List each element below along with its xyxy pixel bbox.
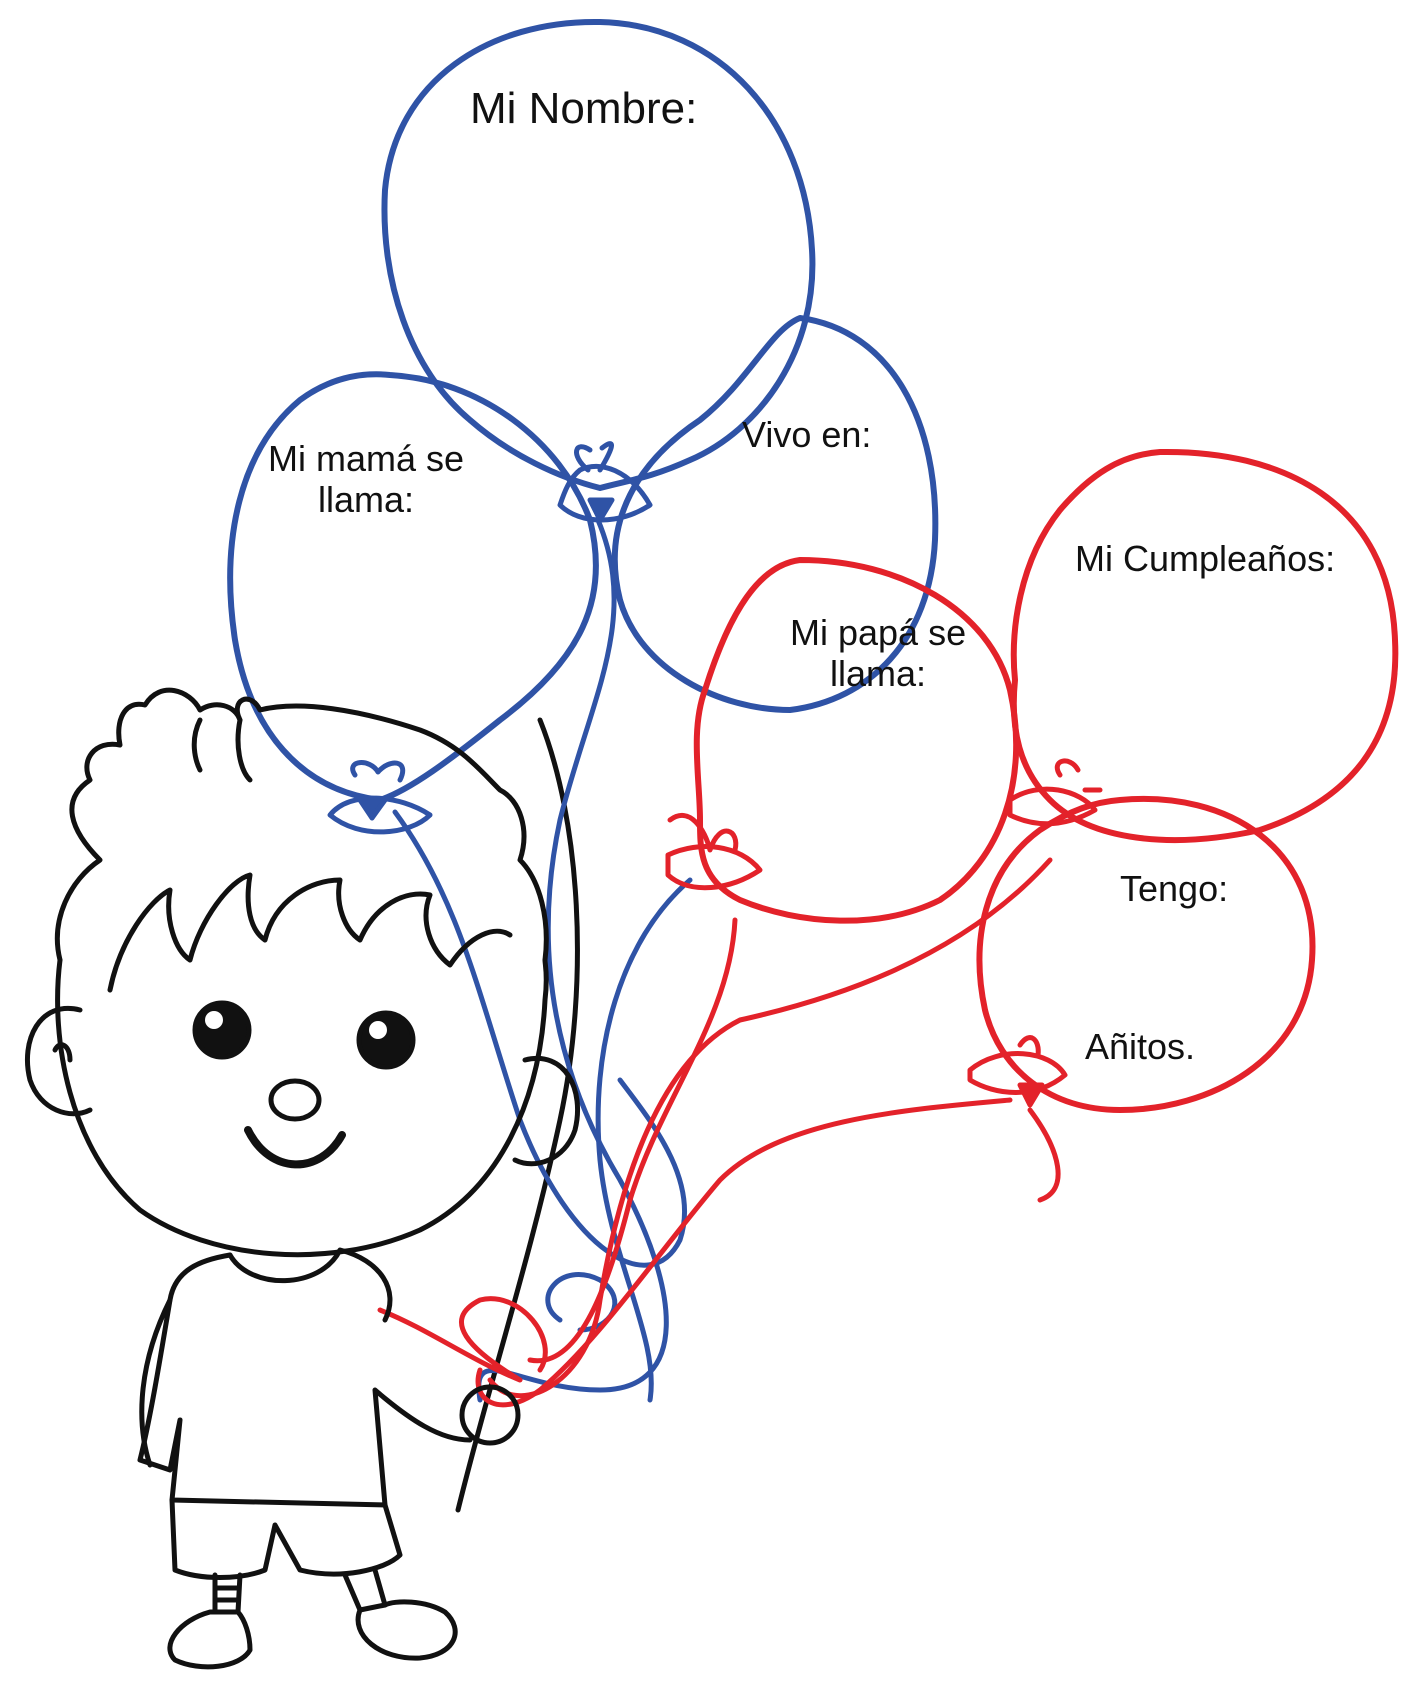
- label-mi-mama-line1: Mi mamá se: [268, 438, 465, 479]
- boy-nose: [268, 1078, 322, 1122]
- balloon-tengo: [976, 795, 1316, 1113]
- red-knots: [665, 758, 1103, 1108]
- answer-mi-cumpleanos[interactable]: [1060, 620, 1364, 682]
- boy-figure: [24, 687, 581, 1670]
- boy-mouth: [244, 1126, 346, 1169]
- boy-hair: [54, 687, 549, 963]
- boy-face: [55, 957, 549, 1258]
- boy-left-ear: [24, 1006, 93, 1117]
- answer-vivo-en[interactable]: [680, 480, 914, 542]
- label-mi-cumpleanos: Mi Cumpleaños:: [1075, 538, 1336, 579]
- boy-shorts: [169, 1497, 403, 1580]
- boy-left-leg: [212, 1572, 243, 1615]
- label-mi-nombre: Mi Nombre:: [470, 84, 698, 133]
- boy-right-shoe: [355, 1599, 458, 1661]
- balloon-vivo-en: [611, 315, 939, 713]
- answer-mi-mama[interactable]: [270, 540, 544, 602]
- boy-right-eye: [356, 1010, 416, 1070]
- label-mi-papa: Mi papá se llama:: [790, 612, 966, 695]
- blue-knots: [327, 441, 653, 835]
- answer-mi-nombre[interactable]: [440, 170, 764, 232]
- label-mi-mama-line2: llama:: [318, 479, 415, 521]
- boy-shirt: [137, 1252, 473, 1508]
- balloon-mi-nombre: [381, 18, 816, 491]
- balloon-mi-papa: [693, 557, 1020, 924]
- label-mi-mama: Mi mamá se llama:: [268, 438, 464, 521]
- red-strings: [377, 857, 1061, 1408]
- boy-left-eye: [192, 1000, 252, 1060]
- balloon-mi-cumpleanos: [1010, 448, 1399, 843]
- boy-hand: [459, 1384, 521, 1446]
- label-mi-papa-line2: llama:: [830, 653, 927, 695]
- boy-right-ear: [512, 1056, 581, 1167]
- label-tengo: Tengo:: [1120, 868, 1229, 909]
- boy-left-shoe: [167, 1609, 253, 1670]
- label-vivo-en: Vivo en:: [742, 414, 872, 455]
- answer-mi-papa[interactable]: [740, 720, 994, 782]
- answer-tengo[interactable]: [1080, 940, 1244, 1002]
- label-anitos: Añitos.: [1085, 1026, 1196, 1067]
- blue-strings: [392, 517, 693, 1403]
- label-mi-papa-line1: Mi papá se: [790, 612, 967, 653]
- boy-right-leg: [342, 1567, 388, 1613]
- red-balloons: [693, 448, 1399, 1113]
